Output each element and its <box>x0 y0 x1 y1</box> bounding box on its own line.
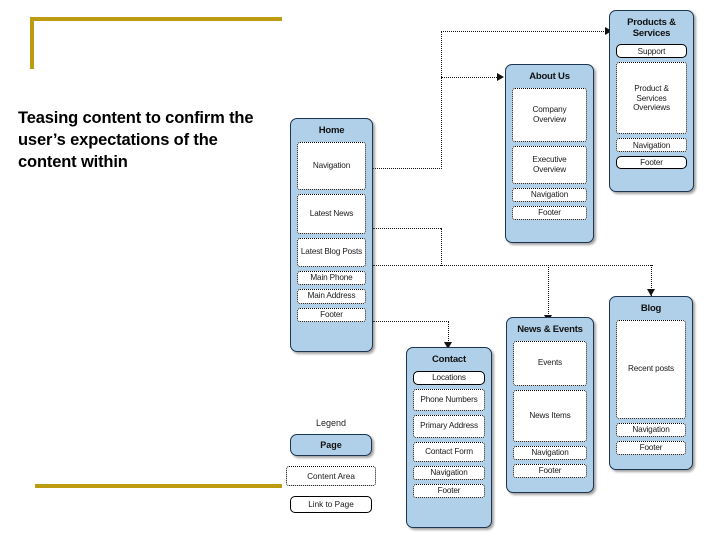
sitemap-page-about-us[interactable]: About Us Company Overview Executive Over… <box>505 64 594 243</box>
content-slot-main-address[interactable]: Main Address <box>297 288 366 304</box>
content-slot-news-items[interactable]: News Items <box>513 389 587 442</box>
connector-home-to-trunk <box>373 168 442 169</box>
sitemap-page-products-services[interactable]: Products & Services Support Product & Se… <box>609 10 694 192</box>
content-slot-company-overview[interactable]: Company Overview <box>512 87 587 142</box>
content-slot-navigation[interactable]: Navigation <box>512 187 587 202</box>
content-slot-phone-numbers[interactable]: Phone Numbers <box>413 388 485 411</box>
content-slot-events[interactable]: Events <box>513 340 587 386</box>
connector-home-to-contact <box>373 321 449 322</box>
page-box-title: About Us <box>529 71 570 82</box>
link-slot-locations[interactable]: Locations <box>413 370 485 385</box>
content-slot-executive-overview[interactable]: Executive Overview <box>512 145 587 184</box>
page-box-title: Blog <box>640 303 662 314</box>
content-slot-latest-news[interactable]: Latest News <box>297 193 366 234</box>
accent-rule-top <box>30 17 282 21</box>
content-slot-footer[interactable]: Footer <box>513 463 587 478</box>
content-slot-footer[interactable]: Footer <box>413 483 485 498</box>
content-slot-footer[interactable]: Footer <box>297 307 366 322</box>
sitemap-page-contact[interactable]: Contact Locations Phone Numbers Primary … <box>406 347 492 528</box>
arrowhead-about-us <box>497 73 504 81</box>
arrowhead-contact <box>444 342 452 349</box>
connector-drop-news-events <box>548 265 549 322</box>
legend-title: Legend <box>315 418 347 428</box>
sitemap-page-news-events[interactable]: News & Events Events News Items Navigati… <box>506 317 594 493</box>
content-slot-contact-form[interactable]: Contact Form <box>413 441 485 462</box>
link-slot-footer[interactable]: Footer <box>616 156 687 170</box>
page-box-title: Home <box>318 125 345 136</box>
content-slot-navigation[interactable]: Navigation <box>413 465 485 480</box>
content-slot-navigation[interactable]: Navigation <box>616 422 686 437</box>
link-slot-support[interactable]: Support <box>616 44 687 59</box>
connector-drop-blog <box>651 265 652 296</box>
connector-to-products-services <box>441 31 608 32</box>
legend-item-content-area: Content Area <box>286 466 376 486</box>
content-slot-footer[interactable]: Footer <box>512 205 587 220</box>
sitemap-page-home[interactable]: Home Navigation Latest News Latest Blog … <box>290 118 373 352</box>
accent-rule-left <box>30 17 34 69</box>
content-slot-navigation[interactable]: Navigation <box>513 445 587 460</box>
content-slot-latest-blog-posts[interactable]: Latest Blog Posts <box>297 237 366 267</box>
connector-drop-contact <box>448 321 449 349</box>
connector-to-about-us <box>441 77 501 78</box>
connector-trunk-vertical <box>441 31 442 169</box>
connector-spine-lower <box>373 265 653 266</box>
connector-mid-riser <box>441 228 442 266</box>
sitemap-page-blog[interactable]: Blog Recent posts Navigation Footer <box>609 296 693 470</box>
legend-item-link-to-page: Link to Page <box>290 496 372 513</box>
legend-item-page: Page <box>290 434 372 456</box>
content-slot-navigation[interactable]: Navigation <box>616 138 687 153</box>
content-slot-product-services-overviews[interactable]: Product & Services Overviews <box>616 62 687 135</box>
arrowhead-blog <box>647 289 655 296</box>
page-box-title: Contact <box>432 354 466 365</box>
accent-rule-bottom <box>35 484 282 488</box>
page-box-title: Products & Services <box>627 17 676 39</box>
content-slot-navigation[interactable]: Navigation <box>297 141 366 190</box>
page-box-title: News & Events <box>517 324 583 335</box>
content-slot-primary-address[interactable]: Primary Address <box>413 414 485 438</box>
connector-home-branch-mid <box>373 228 441 229</box>
arrowhead-products-services <box>605 27 612 35</box>
page-title: Teasing content to confirm the user’s ex… <box>18 109 254 171</box>
content-slot-footer[interactable]: Footer <box>616 440 686 455</box>
content-slot-recent-posts[interactable]: Recent posts <box>616 319 686 419</box>
content-slot-main-phone[interactable]: Main Phone <box>297 270 366 285</box>
